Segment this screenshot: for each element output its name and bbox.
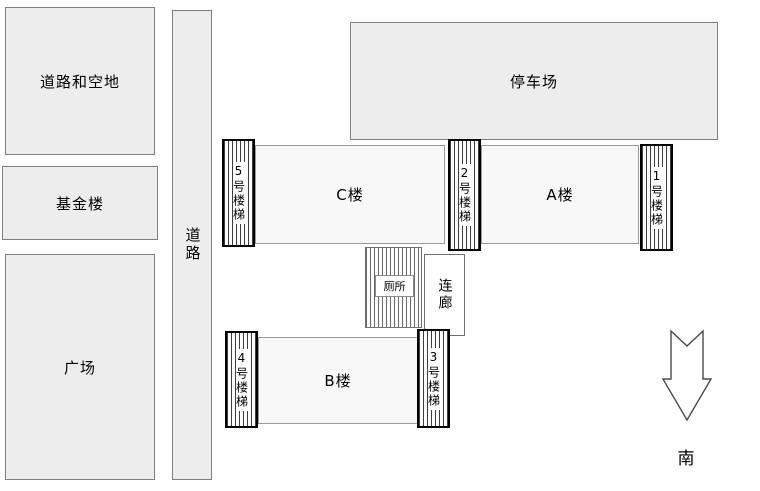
- stairway-5-label: 5号楼梯: [231, 162, 246, 224]
- building-b: B楼: [258, 337, 418, 424]
- stairway-4-label: 4号楼梯: [234, 348, 249, 411]
- toilet-block: 厕所: [365, 247, 422, 328]
- building-a-label: A楼: [546, 186, 574, 204]
- south-arrow-icon: [661, 329, 713, 422]
- stairway-4: 4号楼梯: [225, 331, 258, 428]
- stairway-3-label: 3号楼梯: [426, 347, 441, 410]
- stairway-2-label: 2号楼梯: [457, 164, 472, 226]
- area-plaza-label: 广场: [63, 358, 96, 377]
- corridor-block: 连廊: [424, 254, 465, 336]
- building-b-label: B楼: [324, 372, 352, 390]
- building-c-label: C楼: [336, 186, 364, 204]
- stairway-2: 2号楼梯: [448, 139, 481, 251]
- building-c: C楼: [255, 145, 445, 244]
- area-foundation-building-label: 基金楼: [55, 194, 104, 213]
- stairway-3: 3号楼梯: [417, 329, 450, 428]
- area-parking-lot-label: 停车场: [509, 72, 558, 91]
- building-a: A楼: [481, 145, 639, 244]
- area-foundation-building: 基金楼: [2, 166, 158, 240]
- stairway-5: 5号楼梯: [222, 139, 255, 247]
- area-road-strip: 道路: [172, 10, 212, 480]
- area-roads-open-space-label: 道路和空地: [39, 72, 120, 91]
- area-road-label: 道路: [183, 227, 202, 263]
- toilet-label: 厕所: [375, 275, 414, 297]
- area-parking-lot: 停车场: [350, 22, 718, 140]
- stairway-1: 1号楼梯: [640, 144, 673, 251]
- area-plaza: 广场: [5, 254, 155, 480]
- area-roads-open-space: 道路和空地: [5, 7, 155, 155]
- stairway-1-label: 1号楼梯: [649, 166, 664, 229]
- corridor-label: 连廊: [436, 278, 453, 312]
- compass-south-label: 南: [677, 449, 695, 469]
